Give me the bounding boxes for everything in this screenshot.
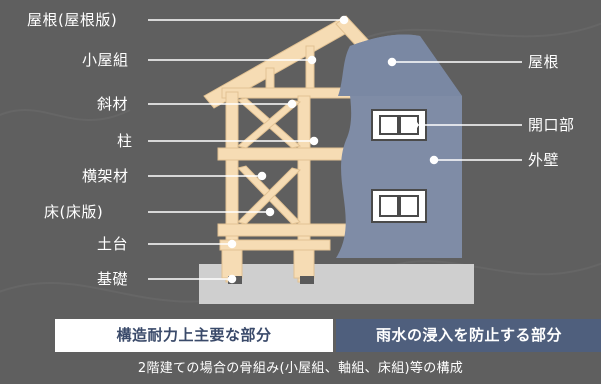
label-roof: 屋根 bbox=[528, 53, 560, 71]
wood-frame bbox=[203, 15, 371, 283]
window-upper bbox=[371, 109, 427, 141]
label-exterior-wall: 外壁 bbox=[528, 151, 560, 169]
label-roof-truss: 小屋組 bbox=[82, 51, 129, 69]
legend-structural: 構造耐力上主要な部分 bbox=[55, 319, 333, 352]
label-floor: 床(床版) bbox=[44, 203, 104, 221]
label-column: 柱 bbox=[117, 132, 133, 150]
label-roof-board: 屋根(屋根版) bbox=[27, 11, 118, 29]
label-sill: 土台 bbox=[97, 235, 129, 253]
leader-lines bbox=[148, 15, 522, 284]
foundation-base bbox=[199, 264, 474, 304]
window-lower bbox=[371, 189, 427, 223]
label-beam: 横架材 bbox=[82, 167, 129, 185]
label-opening: 開口部 bbox=[528, 116, 575, 134]
roof-panel bbox=[338, 34, 462, 96]
label-foundation: 基礎 bbox=[97, 270, 129, 288]
label-brace: 斜材 bbox=[97, 95, 129, 113]
diagram-caption: 2階建ての場合の骨組み(小屋組、軸組、床組)等の構成 bbox=[137, 361, 464, 376]
legend-rainwater: 雨水の浸入を防止する部分 bbox=[336, 319, 601, 352]
